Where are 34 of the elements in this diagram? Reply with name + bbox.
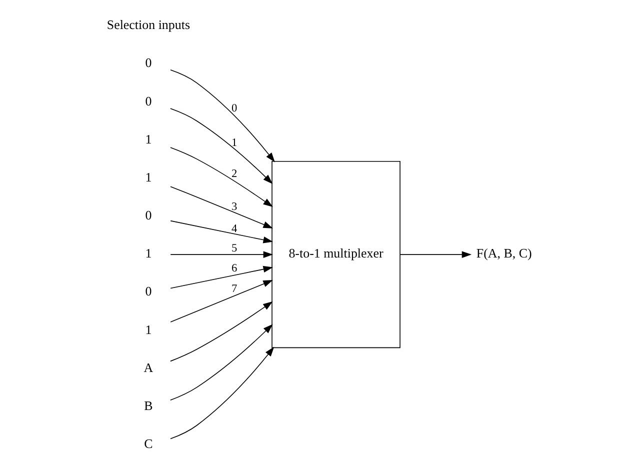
arrow — [170, 346, 274, 440]
arrow — [170, 186, 272, 228]
node-text: 0 — [144, 93, 152, 108]
node-text: 1 — [144, 169, 152, 184]
edge-label: 3 — [230, 201, 237, 214]
arrow — [170, 280, 272, 322]
node-text: 0 — [144, 55, 152, 70]
node-text: 0 — [144, 284, 152, 299]
edge-label: 5 — [230, 242, 237, 254]
arrow — [170, 266, 273, 289]
edge-label: 1 — [230, 137, 237, 150]
node-text: 1 — [144, 322, 152, 337]
node-text: B — [144, 398, 152, 413]
arrow — [170, 108, 272, 184]
node-text: C — [144, 436, 152, 452]
arrow — [399, 251, 472, 258]
arrow — [170, 220, 273, 244]
arrow — [170, 147, 272, 208]
node-box: 8-to-1 multiplexer — [271, 160, 400, 348]
node-text: 1 — [144, 246, 152, 261]
node-text: 1 — [144, 131, 152, 146]
edge-label: 6 — [230, 262, 237, 275]
edge-label: 4 — [230, 223, 237, 236]
arrow — [170, 301, 272, 362]
edge-label: 0 — [230, 102, 237, 114]
node-text: A — [143, 360, 153, 375]
edge-label: 2 — [230, 168, 237, 180]
label: Selection inputs — [106, 17, 190, 32]
node-text: 0 — [144, 208, 152, 223]
arrow — [170, 69, 274, 162]
arrow — [170, 324, 272, 401]
node-text: F(A, B, C) — [476, 246, 532, 261]
arrow — [170, 251, 273, 258]
edge-label: 7 — [230, 282, 237, 295]
